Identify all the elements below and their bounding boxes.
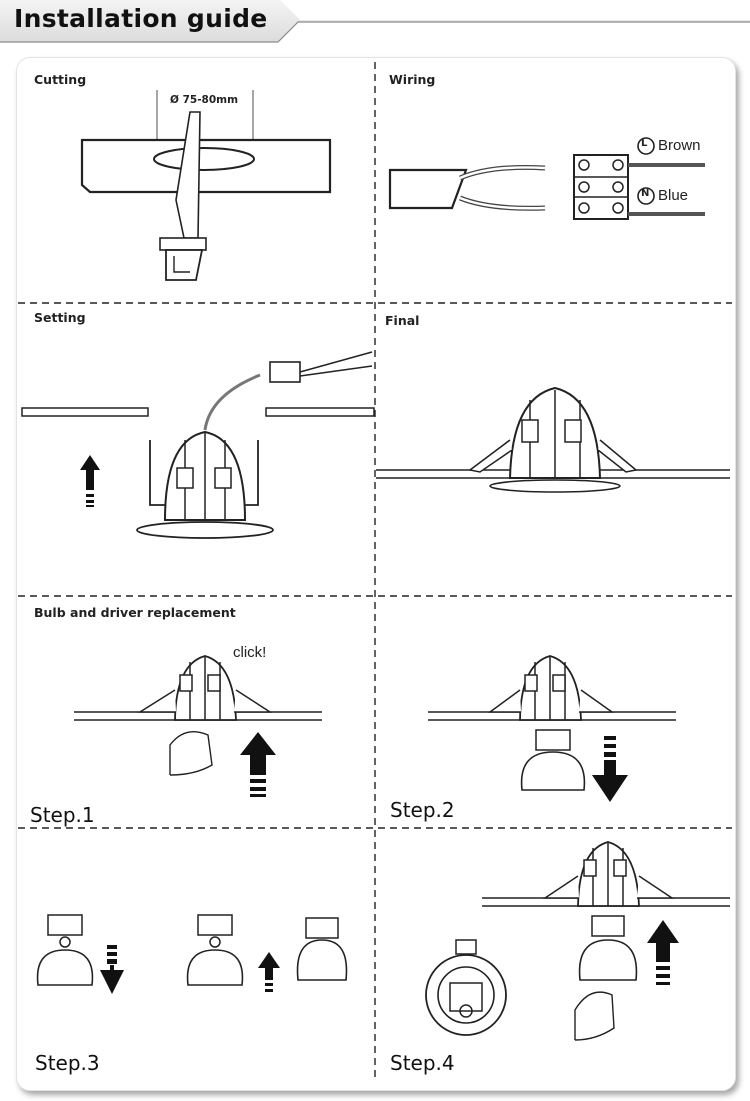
step4-illustration (425, 841, 730, 1041)
final-illustration (376, 386, 730, 493)
hole-diameter-label: Ø 75-80mm (170, 94, 239, 106)
step2-label: Step.2 (390, 798, 455, 822)
grid-dividers (18, 62, 732, 1080)
wiring-label: Wiring (389, 72, 436, 87)
step3-illustration (36, 914, 348, 994)
brown-wire-label: Brown (658, 137, 701, 154)
neutral-symbol: N (641, 188, 650, 199)
step1-illustration (74, 655, 322, 797)
setting-illustration (21, 351, 375, 539)
page-header: Installation guide (0, 0, 750, 44)
blue-wire-label: Blue (658, 187, 689, 204)
replacement-label: Bulb and driver replacement (34, 605, 236, 620)
click-annotation: click! (233, 644, 267, 661)
cutting-illustration (80, 90, 332, 281)
step3-label: Step.3 (35, 1051, 100, 1075)
wiring-illustration (388, 137, 705, 220)
setting-label: Setting (34, 310, 86, 325)
final-label: Final (385, 313, 420, 328)
step1-label: Step.1 (30, 803, 95, 827)
header-banner (0, 0, 750, 43)
cutting-label: Cutting (34, 72, 87, 87)
step2-illustration (428, 655, 676, 802)
step4-label: Step.4 (390, 1051, 455, 1075)
page-title: Installation guide (14, 4, 268, 33)
live-symbol: L (641, 138, 648, 149)
